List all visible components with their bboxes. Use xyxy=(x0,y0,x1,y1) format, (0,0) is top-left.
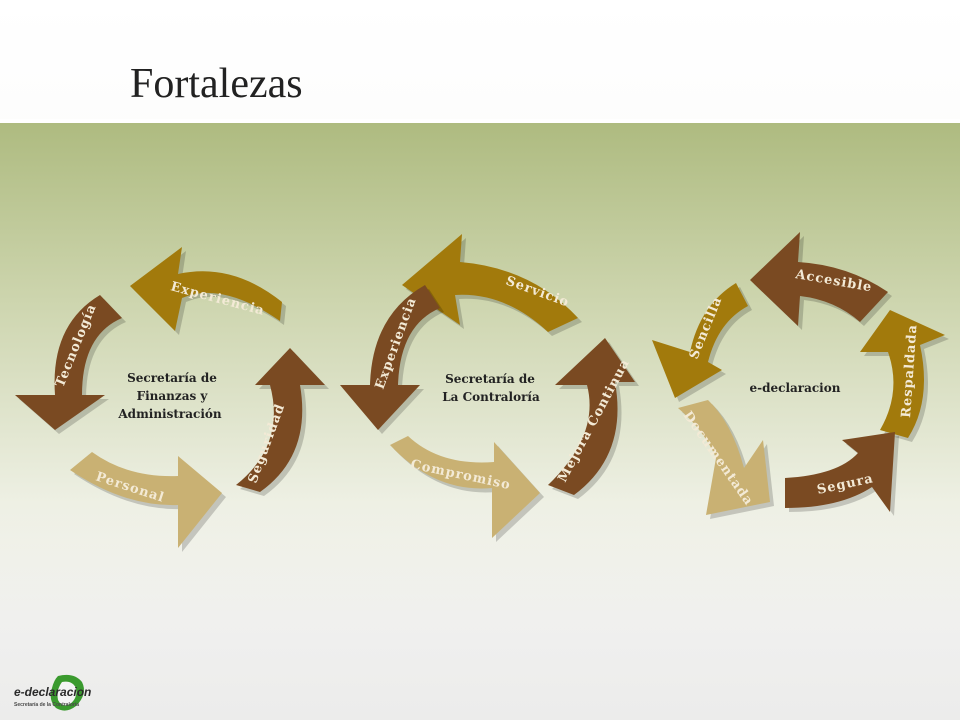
arrow-documentada: Documentada xyxy=(678,400,774,519)
page-title: Fortalezas xyxy=(130,61,303,107)
center-label-line: Finanzas y xyxy=(137,389,209,403)
arrow-label: Respaldada xyxy=(899,324,921,419)
center-label-line: e-declaracion xyxy=(750,381,841,395)
center-label-line: Secretaría de xyxy=(445,372,535,386)
center-label-line: La Contraloría xyxy=(442,390,540,404)
arrow-mejora-continua: Mejora Continua xyxy=(548,338,639,499)
arrow-experiencia-2: Experiencia xyxy=(340,285,444,434)
arrow-seguridad: Seguridad xyxy=(236,348,329,496)
arrow-sencilla: Sencilla xyxy=(652,283,752,402)
arrow-accesible: Accesible xyxy=(750,232,892,330)
logo-text: e-declaracion xyxy=(14,685,91,699)
e-declaracion-logo: e-declaracion Secretaría de la Contralor… xyxy=(14,674,91,711)
title-divider xyxy=(0,119,960,123)
center-label-line: Administración xyxy=(117,407,222,421)
arrow-experiencia-1: Experiencia xyxy=(130,247,286,335)
cycle-contraloria: Servicio Mejora Continua Compromiso Expe… xyxy=(340,234,639,542)
arrow-personal: Personal xyxy=(70,452,226,552)
arrow-tecnologia: Tecnología xyxy=(15,295,126,434)
logo-subtitle: Secretaría de la Contraloría xyxy=(14,702,79,708)
background-band xyxy=(0,123,960,630)
cycle-e-declaracion: Accesible Respaldada Segura Documentada … xyxy=(652,232,949,519)
arrow-segura: Segura xyxy=(785,432,899,516)
cycle-finanzas: Experiencia Seguridad Personal Tecnologí… xyxy=(15,247,329,552)
arrow-respaldada: Respaldada xyxy=(860,310,949,442)
arrow-compromiso: Compromiso xyxy=(390,436,544,542)
center-label-line: Secretaría de xyxy=(127,371,217,385)
